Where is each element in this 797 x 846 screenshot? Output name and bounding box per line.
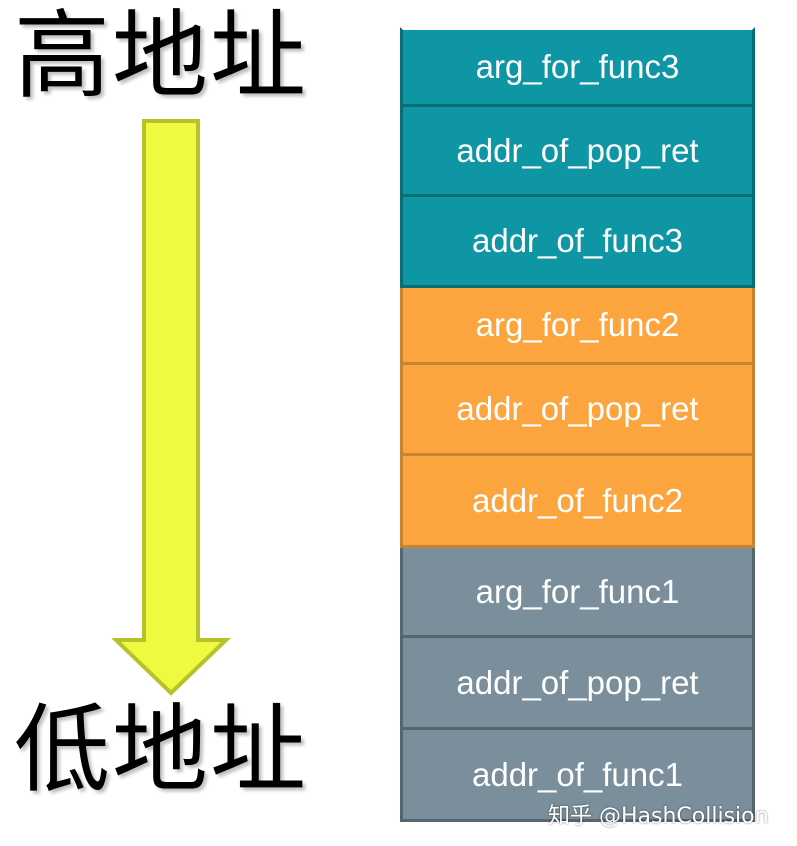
stack-cell-arg-for-func1: arg_for_func1 <box>400 548 755 638</box>
stack-cell-arg-for-func3: arg_for_func3 <box>400 27 755 107</box>
stack-cell-addr-of-func1: addr_of_func1 <box>400 730 755 822</box>
cell-label: addr_of_pop_ret <box>456 390 699 427</box>
cell-label: arg_for_func1 <box>475 572 680 610</box>
cell-label: arg_for_func2 <box>475 306 680 343</box>
watermark: 知乎 @HashCollision <box>548 804 769 829</box>
cell-label: addr_of_func1 <box>471 755 683 793</box>
stack-cell-addr-of-pop-ret: addr_of_pop_ret <box>400 365 755 456</box>
stack-cell-addr-of-func3: addr_of_func3 <box>400 197 755 288</box>
stack-cell-addr-of-pop-ret: addr_of_pop_ret <box>400 107 755 197</box>
stack-cell-addr-of-func2: addr_of_func2 <box>400 456 755 548</box>
low-address-label: 低地址 <box>14 694 308 806</box>
stack-diagram: arg_for_func3 addr_of_pop_ret addr_of_fu… <box>400 27 755 822</box>
stack-cell-arg-for-func2: arg_for_func2 <box>400 288 755 365</box>
cell-label: arg_for_func3 <box>475 48 680 85</box>
high-address-label: 高地址 <box>14 0 308 112</box>
down-arrow-icon <box>112 119 231 696</box>
cell-label: addr_of_pop_ret <box>456 663 699 701</box>
stack-cell-addr-of-pop-ret: addr_of_pop_ret <box>400 638 755 730</box>
cell-label: addr_of_pop_ret <box>456 131 699 169</box>
cell-label: addr_of_func2 <box>471 481 683 519</box>
cell-label: addr_of_func3 <box>471 222 683 259</box>
